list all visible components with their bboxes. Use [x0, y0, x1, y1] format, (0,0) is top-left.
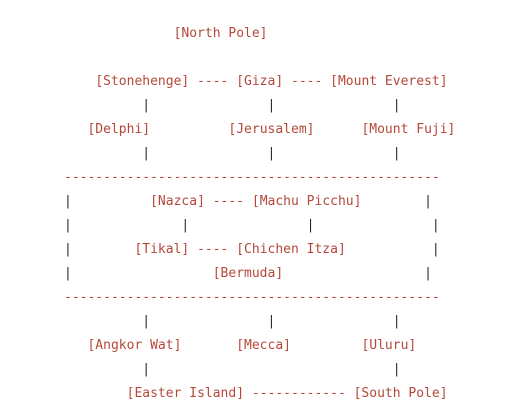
vertical-connector: |	[142, 362, 151, 377]
diagram-row: | | |	[64, 310, 401, 334]
node-easter-island: [Easter Island]	[126, 386, 245, 401]
vertical-connector: |	[64, 194, 72, 209]
vertical-connector: |	[431, 218, 440, 233]
node-bermuda: [Bermuda]	[212, 266, 284, 281]
vertical-connector: |	[142, 146, 151, 161]
node-stonehenge: [Stonehenge]	[95, 74, 190, 89]
horizontal-connector: ------------	[251, 386, 346, 401]
diagram-row: | | |	[64, 142, 401, 166]
diagram-row: ----------------------------------------…	[64, 166, 440, 190]
vertical-connector: |	[181, 218, 190, 233]
section-divider: ----------------------------------------…	[64, 290, 440, 305]
vertical-connector: |	[392, 98, 401, 113]
vertical-connector: |	[392, 314, 401, 329]
vertical-connector: |	[142, 98, 151, 113]
horizontal-connector: ----	[197, 242, 229, 257]
vertical-connector: |	[267, 314, 276, 329]
vertical-connector: |	[431, 242, 440, 257]
vertical-connector: |	[267, 146, 276, 161]
diagram-row: | | |	[64, 94, 401, 118]
node-south-pole: [South Pole]	[353, 386, 448, 401]
diagram-row: | | | |	[64, 214, 440, 238]
diagram-row: | [Bermuda] |	[64, 262, 432, 286]
diagram-row: [Easter Island] ------------ [South Pole…	[64, 382, 448, 406]
node-nazca: [Nazca]	[150, 194, 205, 209]
diagram-row: [North Pole]	[64, 22, 268, 46]
diagram-row: ----------------------------------------…	[64, 286, 440, 310]
vertical-connector: |	[424, 194, 432, 209]
vertical-connector: |	[64, 266, 72, 281]
horizontal-connector: ----	[197, 74, 229, 89]
vertical-connector: |	[392, 146, 401, 161]
node-mecca: [Mecca]	[236, 338, 291, 353]
node-mount-everest: [Mount Everest]	[330, 74, 448, 89]
horizontal-connector: ----	[212, 194, 245, 209]
diagram-row: | |	[64, 358, 401, 382]
section-divider: ----------------------------------------…	[64, 170, 440, 185]
diagram-row: | [Nazca] ---- [Machu Picchu] |	[64, 190, 432, 214]
diagram-row: [Angkor Wat] [Mecca] [Uluru]	[64, 334, 416, 358]
vertical-connector: |	[306, 218, 315, 233]
node-tikal: [Tikal]	[134, 242, 190, 257]
vertical-connector: |	[64, 242, 72, 257]
node-jerusalem: [Jerusalem]	[228, 122, 315, 137]
horizontal-connector: ----	[291, 74, 323, 89]
diagram-row: [Stonehenge] ---- [Giza] ---- [Mount Eve…	[64, 70, 448, 94]
node-angkor-wat: [Angkor Wat]	[87, 338, 182, 353]
vertical-connector: |	[424, 266, 432, 281]
node-chichen-itza: [Chichen Itza]	[236, 242, 346, 257]
node-giza: [Giza]	[236, 74, 284, 89]
vertical-connector: |	[64, 218, 72, 233]
node-delphi: [Delphi]	[87, 122, 151, 137]
node-uluru: [Uluru]	[361, 338, 417, 353]
diagram-row: [Delphi] [Jerusalem] [Mount Fuji]	[64, 118, 455, 142]
node-mount-fuji: [Mount Fuji]	[361, 122, 456, 137]
diagram-row: | [Tikal] ---- [Chichen Itza] |	[64, 238, 440, 262]
vertical-connector: |	[267, 98, 276, 113]
node-machu-picchu: [Machu Picchu]	[251, 194, 362, 209]
vertical-connector: |	[392, 362, 401, 377]
vertical-connector: |	[142, 314, 151, 329]
node-north-pole: [North Pole]	[173, 26, 268, 41]
